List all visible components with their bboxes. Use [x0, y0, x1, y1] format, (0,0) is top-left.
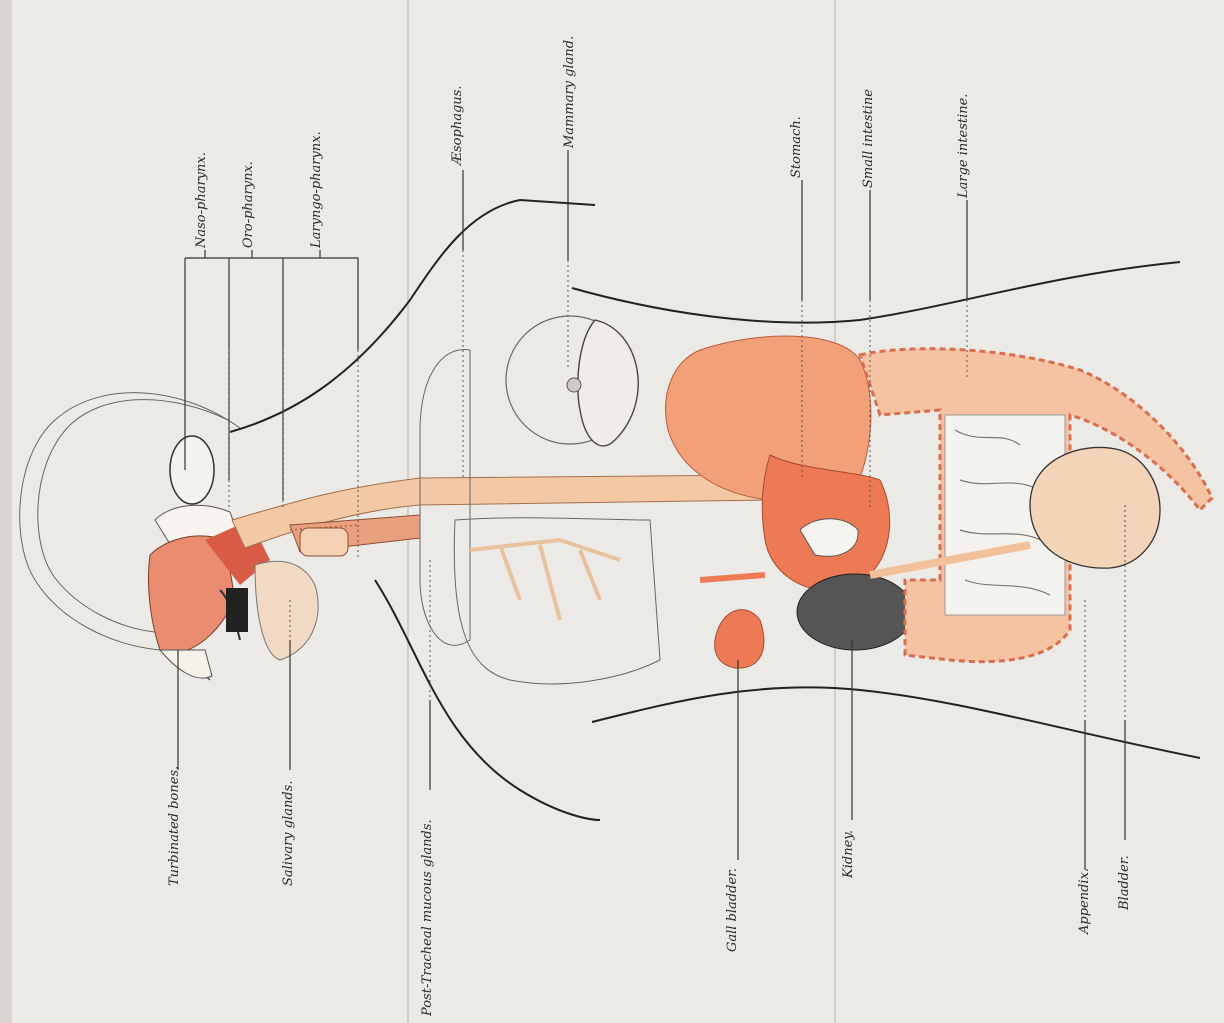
- label-appendix: Appendix.: [1077, 868, 1092, 935]
- label-turbinated-bones: Turbinated bones.: [167, 766, 182, 886]
- label-kidney: Kidney.: [841, 830, 856, 879]
- label-bladder: Bladder.: [1117, 855, 1132, 911]
- label-oro-pharynx: Oro-pharynx.: [241, 161, 256, 248]
- label-salivary-glands: Salivary glands.: [281, 781, 296, 887]
- label-gall-bladder: Gall bladder.: [725, 868, 740, 952]
- label-small-intestine: Small intestine: [861, 89, 876, 188]
- label-laryngo-pharynx: Laryngo-pharynx.: [309, 131, 324, 249]
- label-esophagus: Æsophagus.: [450, 86, 465, 167]
- label-post-tracheal-glands: Post-Tracheal mucous glands.: [420, 819, 435, 1017]
- page-edge: [0, 0, 12, 1023]
- label-stomach: Stomach.: [789, 116, 804, 178]
- bladder-illustration: [1030, 447, 1160, 568]
- label-naso-pharynx: Naso-pharynx.: [194, 152, 209, 249]
- label-large-intestine: Large intestine.: [956, 94, 971, 199]
- label-mammary-gland: Mammary gland.: [562, 36, 577, 149]
- kidney-illustration: [797, 574, 913, 650]
